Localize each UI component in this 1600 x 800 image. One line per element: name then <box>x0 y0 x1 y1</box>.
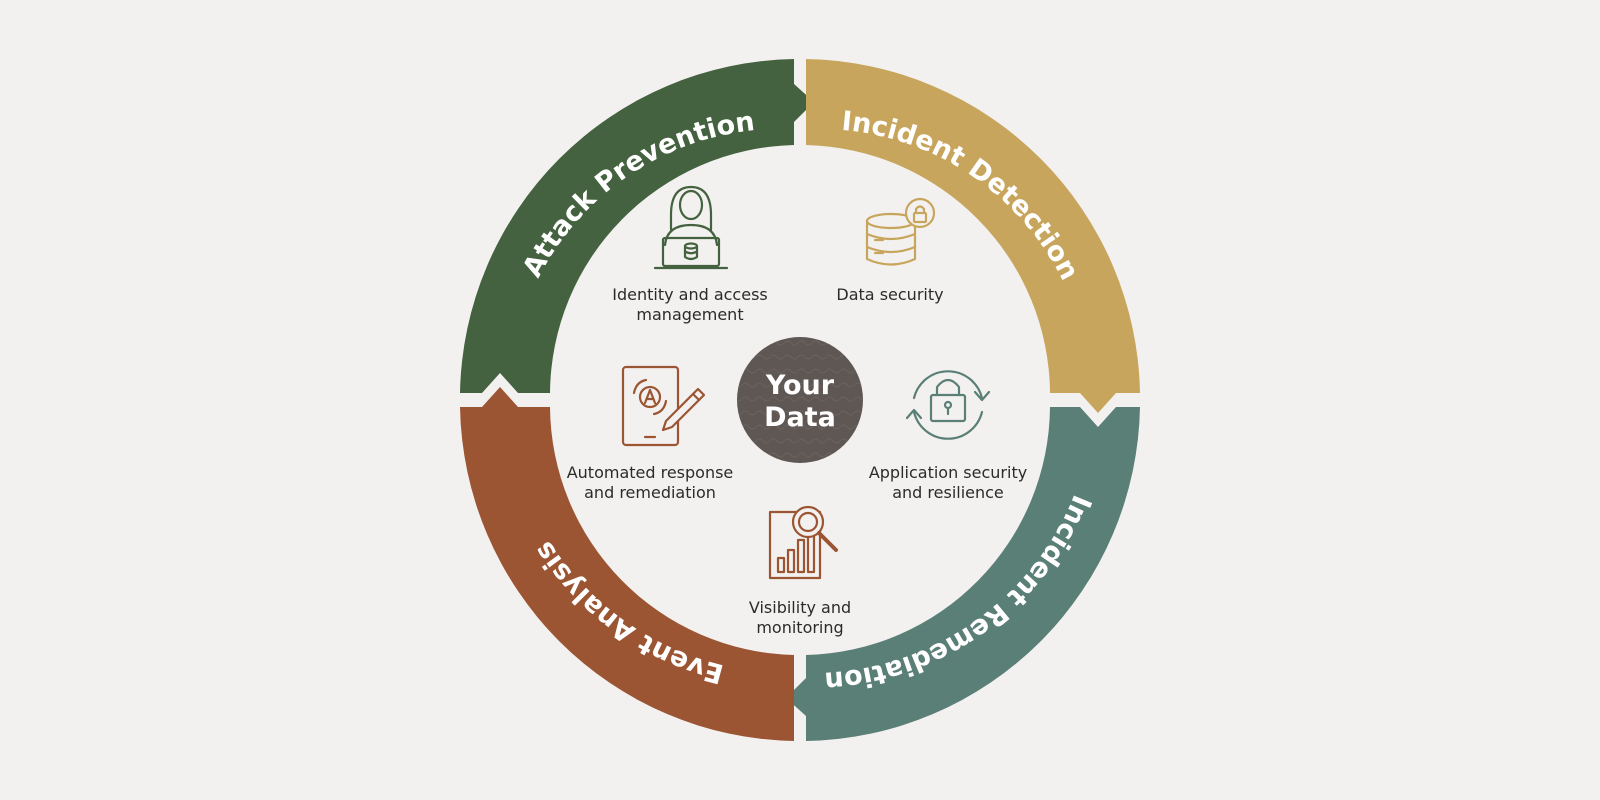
feature-label-line2: and resilience <box>892 483 1004 502</box>
feature-visibility: Visibility and monitoring <box>749 505 851 637</box>
center-label-line2: Data <box>764 402 836 433</box>
ring-segment-event-analysis <box>460 387 794 741</box>
center-label-line1: Your <box>765 370 835 401</box>
feature-label-line1: Identity and access <box>612 285 768 304</box>
ring-segment-attack-prevention <box>460 59 814 393</box>
feature-label-line1: Automated response <box>567 463 734 482</box>
feature-label-line2: monitoring <box>756 618 843 637</box>
ring-segment-incident-remediation <box>786 407 1140 741</box>
feature-identity: Identity and access management <box>612 185 768 324</box>
padlock-cycle-icon <box>905 370 991 440</box>
chart-magnifier-icon <box>768 505 838 580</box>
feature-label-line2: management <box>636 305 743 324</box>
feature-label-line2: and remediation <box>584 483 716 502</box>
feature-app-security: Application security and resilience <box>869 370 1027 502</box>
feature-label-line1: Visibility and <box>749 598 851 617</box>
feature-automated: Automated response and remediation <box>567 365 734 502</box>
database-lock-icon <box>865 197 936 266</box>
person-laptop-icon <box>653 185 729 270</box>
tablet-pen-icon <box>621 365 706 447</box>
center-data-circle: Your Data <box>737 337 863 463</box>
feature-label-line1: Application security <box>869 463 1027 482</box>
ring-segment-incident-detection <box>806 59 1140 413</box>
feature-data-security: Data security <box>836 197 944 304</box>
feature-label-line1: Data security <box>836 285 943 304</box>
